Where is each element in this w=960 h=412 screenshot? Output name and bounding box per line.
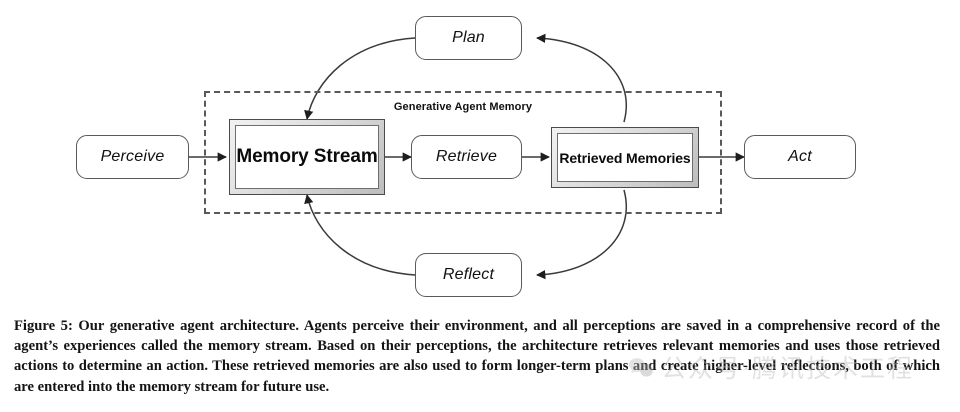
diagram-edges [189,33,745,280]
edge-retrieved-memories-to-plan [536,33,627,123]
node-retrieved-memories[interactable]: Retrieved Memories [551,127,699,188]
generative-agent-memory-group [204,91,722,214]
node-act-label: Act [788,148,812,165]
node-retrieved-memories-label: Retrieved Memories [557,133,693,182]
node-plan-label: Plan [452,29,485,46]
node-perceive-label: Perceive [100,148,165,165]
figure-diagram: Generative Agent Memory Plan Perceive Me… [76,16,856,297]
generative-agent-memory-label: Generative Agent Memory [393,101,533,113]
node-retrieve[interactable]: Retrieve [411,135,522,179]
node-reflect[interactable]: Reflect [415,253,522,297]
node-retrieve-label: Retrieve [435,148,498,165]
node-memory-stream-label: Memory Stream [235,125,379,189]
figure-caption: Figure 5: Our generative agent architect… [14,318,940,395]
node-act[interactable]: Act [744,135,856,179]
edge-plan-to-memory-stream [304,37,416,120]
edge-reflect-to-memory-stream [304,194,416,276]
node-plan[interactable]: Plan [415,16,522,60]
node-reflect-label: Reflect [442,266,495,283]
edge-retrieved-memories-to-reflect [536,189,627,280]
node-perceive[interactable]: Perceive [76,135,189,179]
node-memory-stream[interactable]: Memory Stream [229,119,385,195]
